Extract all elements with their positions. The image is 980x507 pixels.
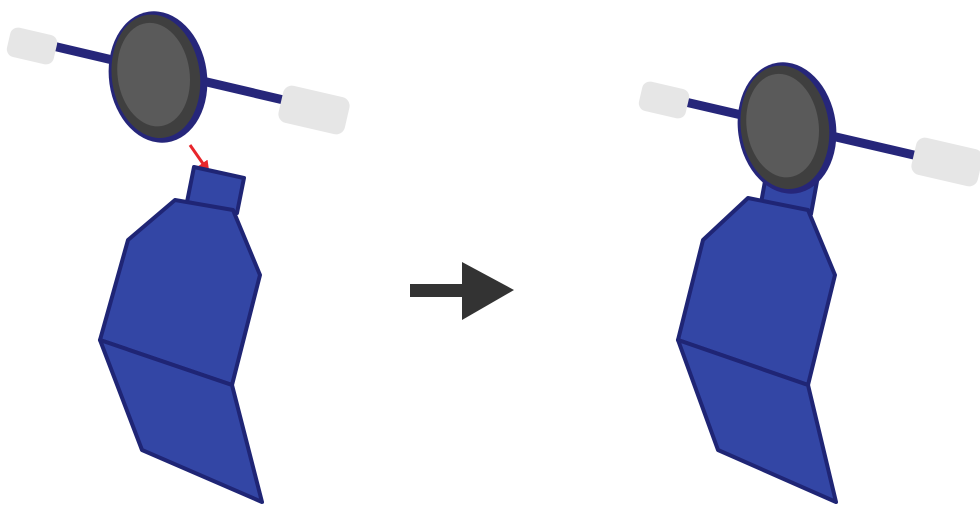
red-arrow-icon	[188, 144, 210, 173]
right-end-cap	[278, 85, 350, 135]
right-arrow-icon	[410, 262, 514, 320]
wheel	[737, 62, 837, 194]
connector-tab	[185, 165, 246, 215]
after-panel	[638, 62, 980, 504]
lower-body	[98, 338, 264, 504]
left-end-cap	[638, 81, 690, 119]
right-end-cap	[911, 137, 980, 187]
lower-body	[676, 338, 838, 504]
before-panel	[6, 11, 350, 504]
left-end-cap	[6, 27, 58, 65]
wheel	[108, 11, 208, 143]
